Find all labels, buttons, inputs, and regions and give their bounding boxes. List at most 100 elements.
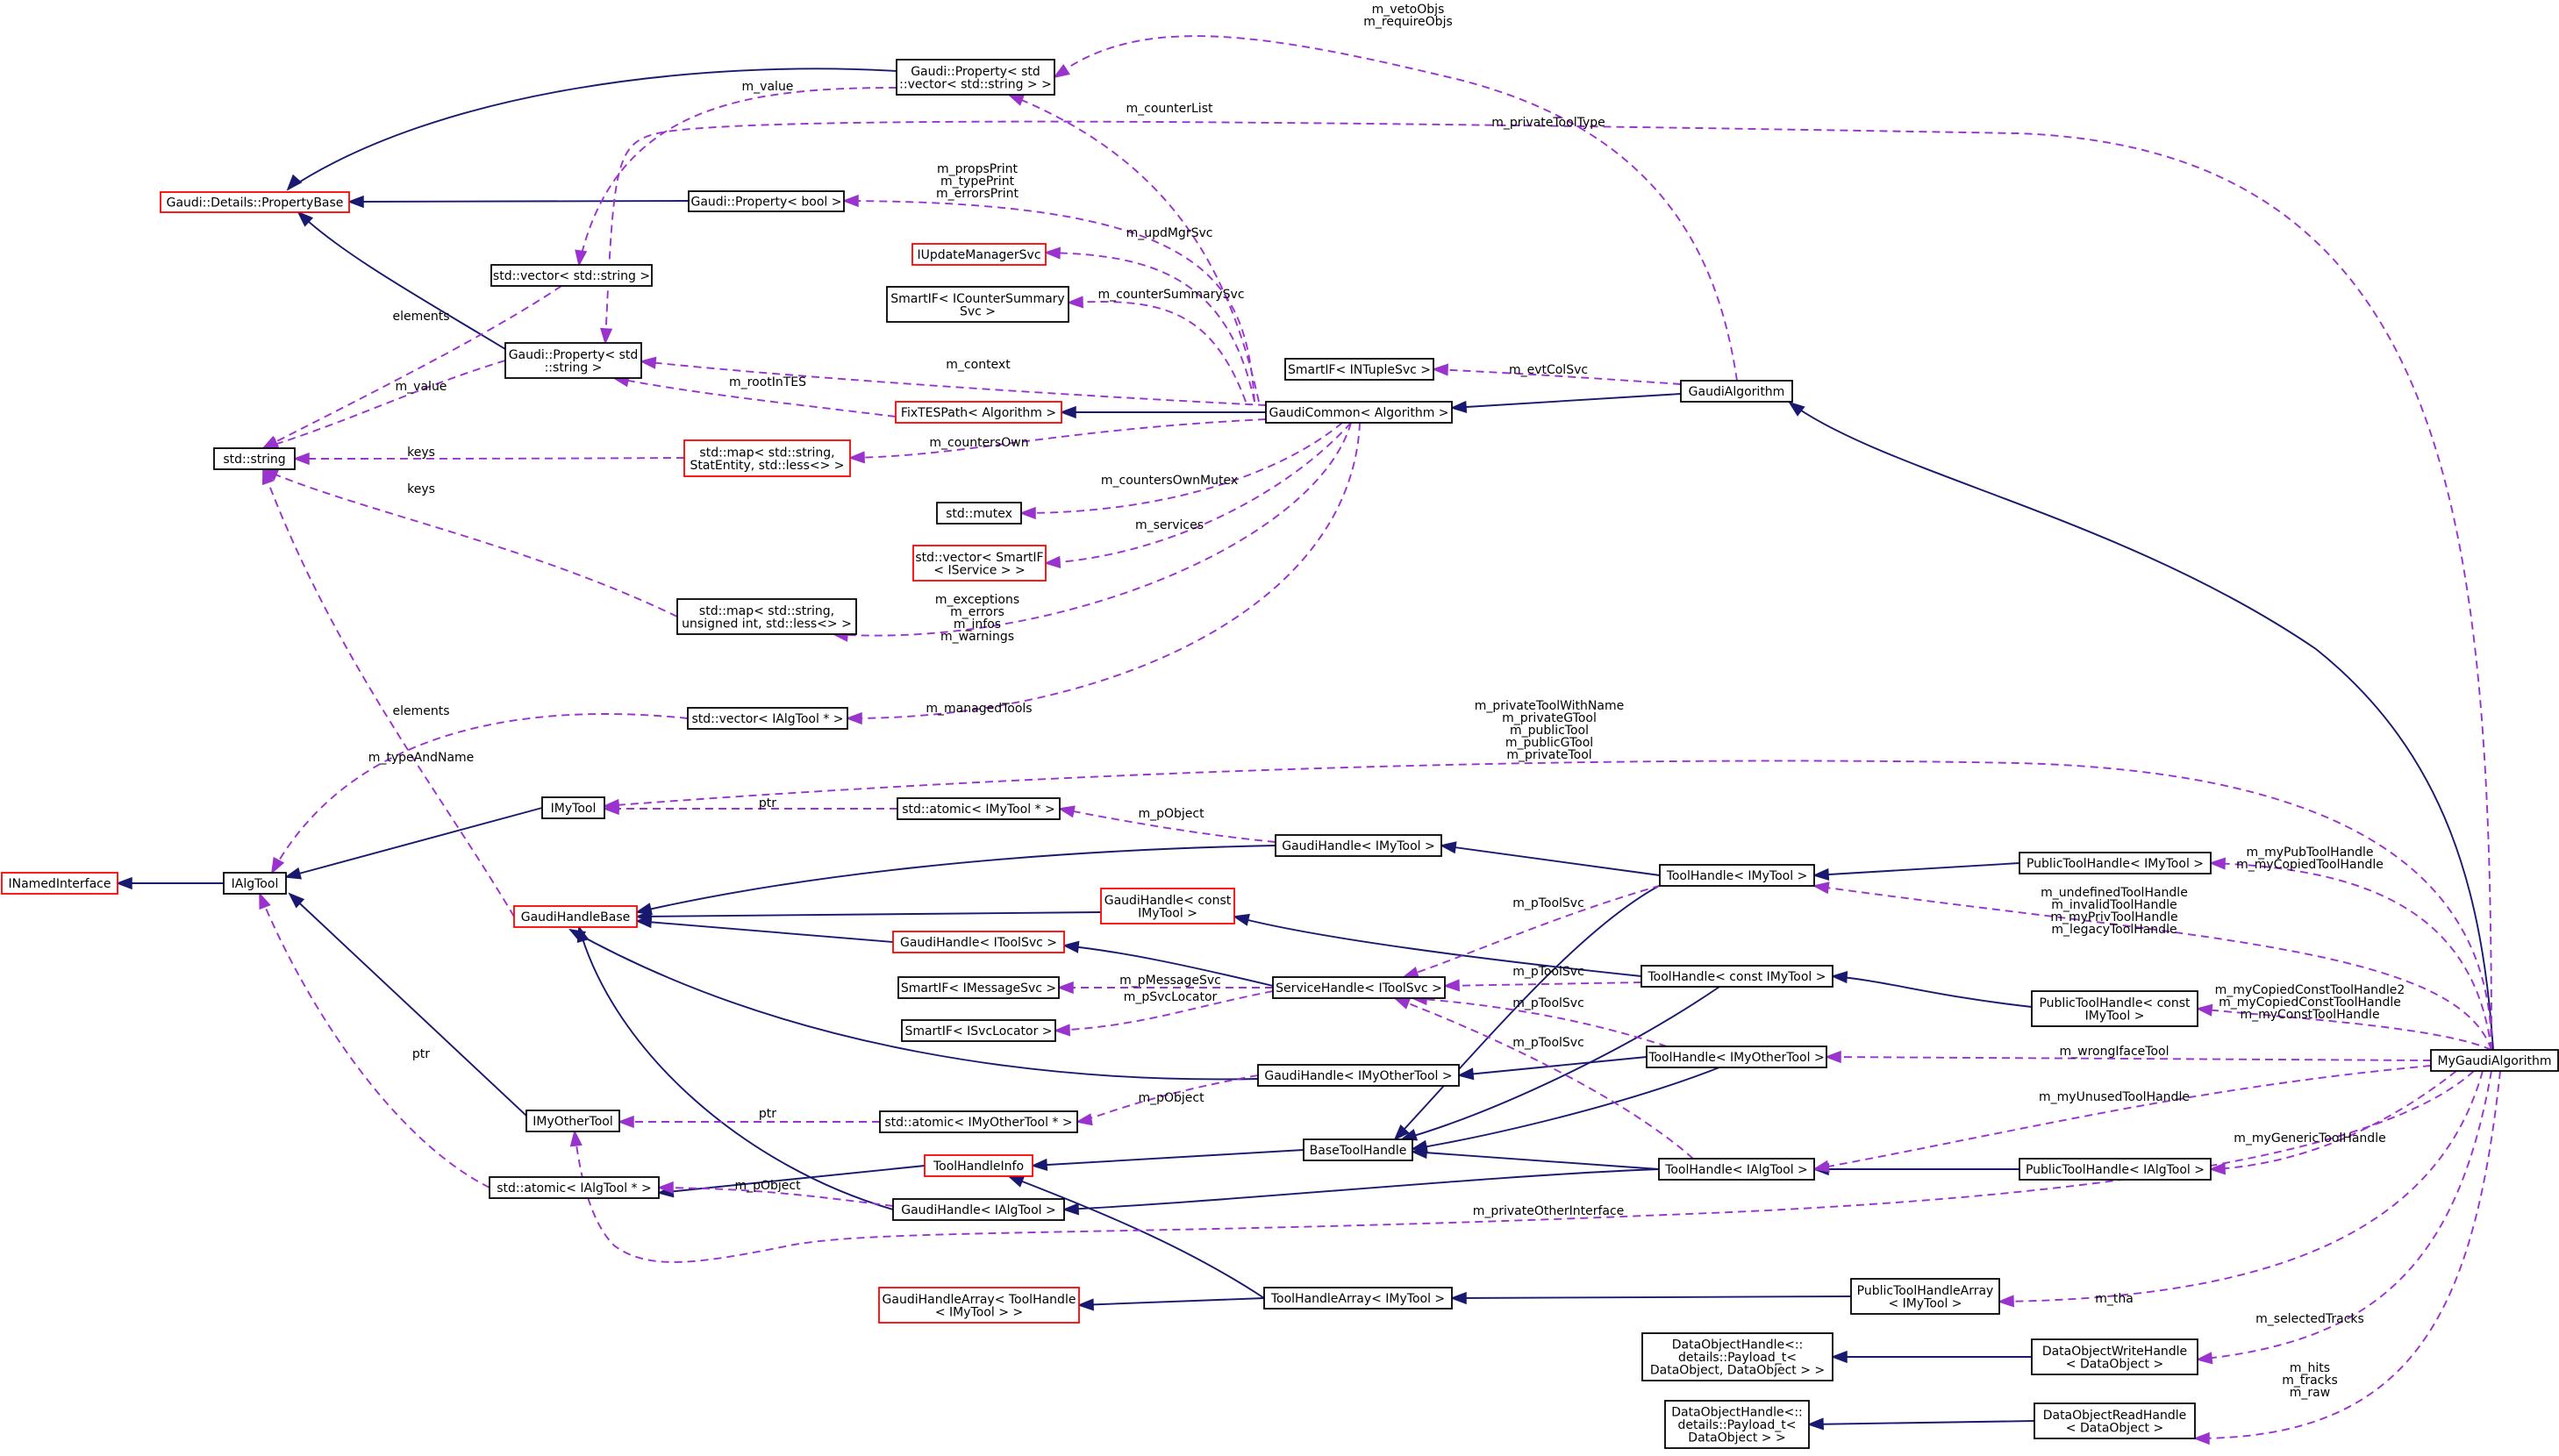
class-node-inamed-interface[interactable]: INamedInterface	[1, 872, 118, 895]
class-node-imyothertool[interactable]: IMyOtherTool	[525, 1110, 620, 1132]
edge-label-ptr-imytool: ptr	[759, 796, 776, 810]
class-node-servicehandle-itoolsvc[interactable]: ServiceHandle< IToolSvc >	[1272, 976, 1446, 999]
class-node-fixtespath[interactable]: FixTESPath< Algorithm >	[895, 401, 1062, 424]
class-node-dataobjecthandle-write-base[interactable]: DataObjectHandle<::details::Payload_t<Da…	[1641, 1332, 1833, 1381]
class-node-atomic-imytool[interactable]: std::atomic< IMyTool * >	[897, 797, 1061, 820]
class-node-label: GaudiHandle< IMyTool >	[1282, 839, 1435, 853]
arrow-head	[569, 1129, 583, 1147]
class-node-gaudihandlearray[interactable]: GaudiHandleArray< ToolHandle< IMyTool > …	[878, 1287, 1080, 1324]
class-node-vector-string[interactable]: std::vector< std::string >	[490, 264, 653, 287]
class-node-map-unsigned[interactable]: std::map< std::string,unsigned int, std:…	[676, 598, 857, 635]
class-node-std-mutex[interactable]: std::mutex	[936, 502, 1022, 525]
arrow-head	[2208, 857, 2226, 870]
class-node-basetoolhandle[interactable]: BaseToolHandle	[1303, 1138, 1413, 1161]
arrow-head	[1393, 997, 1412, 1010]
arrow-head	[1066, 296, 1083, 309]
class-node-iupdate-manager-svc[interactable]: IUpdateManagerSvc	[911, 243, 1047, 266]
class-node-smartif-isvclocator[interactable]: SmartIF< ISvcLocator >	[901, 1019, 1056, 1042]
class-node-smartif-imessagesvc[interactable]: SmartIF< IMessageSvc >	[897, 976, 1060, 999]
class-node-imytool[interactable]: IMyTool	[541, 796, 605, 819]
class-node-label: SmartIF< IMessageSvc >	[901, 981, 1056, 996]
class-node-public-toolhandle-imytool[interactable]: PublicToolHandle< IMyTool >	[2019, 852, 2212, 874]
class-node-vector-smartif[interactable]: std::vector< SmartIF< IService > >	[912, 545, 1047, 582]
class-node-vector-ialgtool-ptr[interactable]: std::vector< IAlgTool * >	[687, 707, 848, 730]
edge-label-type-and-name: m_typeAndName	[368, 751, 475, 765]
class-node-label: Svc >	[960, 304, 996, 318]
arrow-head	[1812, 1160, 1830, 1173]
class-node-dataobjecthandle-read-base[interactable]: DataObjectHandle<::details::Payload_t<Da…	[1664, 1400, 1810, 1449]
class-node-public-toolhandlearray[interactable]: PublicToolHandleArray< IMyTool >	[1850, 1278, 2000, 1315]
class-node-label: IMyOtherTool	[533, 1115, 612, 1129]
nodes-layer: Gaudi::Property< std::vector< std::strin…	[1, 59, 2559, 1449]
class-node-toolhandle-ialgtool[interactable]: ToolHandle< IAlgTool >	[1658, 1158, 1815, 1181]
class-node-atomic-imyothertool[interactable]: std::atomic< IMyOtherTool * >	[879, 1110, 1078, 1133]
class-node-gaudihandle-imytool[interactable]: GaudiHandle< IMyTool >	[1275, 834, 1442, 857]
class-node-label: std::mutex	[946, 507, 1012, 521]
class-node-label: SmartIF< ICounterSummary	[890, 292, 1064, 306]
inheritance-edge	[1399, 986, 1720, 1141]
class-node-label: < IMyTool >	[1888, 1296, 1962, 1310]
arrow-head	[292, 452, 310, 466]
class-node-smartif-intuple[interactable]: SmartIF< INTupleSvc >	[1284, 358, 1434, 381]
class-node-label: IMyTool >	[1138, 906, 1197, 920]
class-node-property-bool[interactable]: Gaudi::Property< bool >	[688, 190, 845, 212]
arrow-head	[576, 924, 590, 944]
class-node-label: ToolHandle< const IMyTool >	[1648, 970, 1826, 984]
class-node-gaudi-common[interactable]: GaudiCommon< Algorithm >	[1265, 401, 1453, 424]
class-node-toolhandle-imytool[interactable]: ToolHandle< IMyTool >	[1659, 864, 1815, 887]
class-node-gaudihandle-iothertool[interactable]: GaudiHandle< IMyOtherTool >	[1257, 1064, 1460, 1087]
class-node-label: std::atomic< IMyOtherTool * >	[884, 1116, 1072, 1130]
class-node-dataobject-read-handle[interactable]: DataObjectReadHandle< DataObject >	[2034, 1402, 2196, 1439]
class-node-property-vector-string[interactable]: Gaudi::Property< std::vector< std::strin…	[896, 59, 1055, 96]
arrow-head	[1431, 363, 1448, 376]
edge-label-selected-tracks: m_selectedTracks	[2255, 1312, 2364, 1326]
class-node-label: ServiceHandle< IToolSvc >	[1276, 981, 1442, 996]
arrow-head	[602, 802, 619, 816]
class-node-gaudi-algorithm[interactable]: GaudiAlgorithm	[1680, 380, 1793, 403]
class-node-gaudihandle-itoolsvc[interactable]: GaudiHandle< IToolSvc >	[892, 931, 1065, 953]
class-node-property-string[interactable]: Gaudi::Property< std::string >	[504, 342, 642, 379]
class-node-label: GaudiAlgorithm	[1689, 385, 1785, 399]
class-node-public-toolhandle-ialgtool[interactable]: PublicToolHandle< IAlgTool >	[2019, 1158, 2212, 1181]
class-node-toolhandle-const-imytool[interactable]: ToolHandle< const IMyTool >	[1640, 965, 1833, 988]
usage-edge	[1056, 981, 1273, 995]
class-node-label: ToolHandle< IAlgTool >	[1664, 1163, 1808, 1177]
arrow-head	[1824, 1050, 1841, 1064]
inheritance-edge	[297, 211, 506, 350]
class-node-label: ::vector< std::string > >	[899, 77, 1052, 91]
class-node-label: DataObject > >	[1688, 1431, 1785, 1445]
edge-label-ptoolsvc-1: m_pToolSvc	[1512, 896, 1584, 910]
class-node-ialgtool[interactable]: IAlgTool	[223, 872, 287, 895]
class-node-property-base[interactable]: Gaudi::Details::PropertyBase	[160, 191, 350, 213]
class-node-atomic-ialgtool[interactable]: std::atomic< IAlgTool * >	[489, 1176, 660, 1199]
class-node-dataobject-write-handle[interactable]: DataObjectWriteHandle< DataObject >	[2031, 1338, 2198, 1375]
class-node-label: GaudiHandle< IMyOtherTool >	[1264, 1069, 1452, 1083]
inheritance-edge	[1061, 1168, 1660, 1216]
arrow-head	[1061, 940, 1080, 953]
class-node-toolhandlearray-imytool[interactable]: ToolHandleArray< IMyTool >	[1263, 1287, 1453, 1310]
class-node-std-string[interactable]: std::string	[213, 447, 296, 470]
inheritance-edge	[1076, 1297, 1265, 1311]
arrow-head	[1061, 1203, 1079, 1216]
edge-label-keys-statentity: keys	[407, 446, 435, 460]
class-node-gaudihandle-ialgtool[interactable]: GaudiHandle< IAlgTool >	[892, 1198, 1065, 1221]
class-node-my-gaudi-algorithm[interactable]: MyGaudiAlgorithm	[2430, 1049, 2559, 1072]
arrow-head	[1232, 913, 1250, 926]
arrow-head	[1053, 63, 1070, 79]
arrow-head	[1053, 1024, 1070, 1037]
edge-label-private-other-interface: m_privateOtherInterface	[1473, 1204, 1625, 1218]
inheritance-edge	[115, 876, 224, 890]
arrow-head	[1456, 1067, 1475, 1081]
class-node-toolhandleinfo[interactable]: ToolHandleInfo	[924, 1154, 1033, 1177]
class-node-toolhandle-iothertool[interactable]: ToolHandle< IMyOtherTool >	[1646, 1046, 1827, 1068]
class-node-gaudi-handle-base[interactable]: GaudiHandleBase	[513, 905, 638, 928]
arrow-head	[1007, 1175, 1026, 1188]
usage-edge	[1824, 1050, 2432, 1064]
class-node-map-statentity[interactable]: std::map< std::string,StatEntity, std::l…	[683, 439, 851, 477]
arrow-head	[600, 327, 613, 346]
arrow-head	[2192, 1431, 2210, 1445]
